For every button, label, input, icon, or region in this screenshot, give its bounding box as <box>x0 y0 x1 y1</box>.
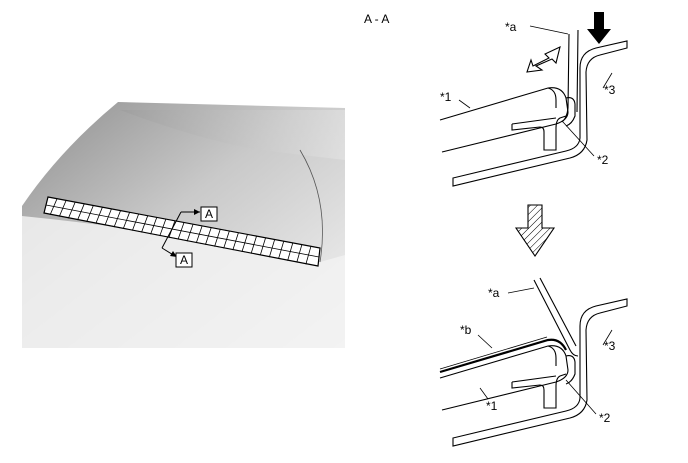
cross-section-before: *a *1 *3 *2 <box>439 12 628 187</box>
label-tool-a-after: *a <box>488 286 500 300</box>
retainer-clip-after <box>511 373 567 409</box>
svg-text:A: A <box>205 207 213 221</box>
label-part-2-after: *2 <box>599 411 611 425</box>
section-title: A - A <box>364 12 389 26</box>
step-down-arrow-icon <box>514 204 556 257</box>
cross-section-after: *a *b *1 *3 *2 <box>439 277 628 447</box>
roof-illustration: A A <box>22 102 345 348</box>
roof-front-surface <box>22 216 345 348</box>
label-part-3: *3 <box>604 83 616 97</box>
body-panel <box>452 40 628 187</box>
removal-tool <box>561 29 579 123</box>
label-part-1: *1 <box>440 90 452 104</box>
section-marker-a-bottom: A <box>175 252 193 268</box>
body-panel-after <box>452 298 628 447</box>
label-part-3-after: *3 <box>604 339 616 353</box>
label-part-2: *2 <box>597 153 609 167</box>
removal-tool-after <box>533 277 579 357</box>
label-part-1-after: *1 <box>486 399 498 413</box>
retainer-clip <box>511 115 567 151</box>
moulding-part1-after <box>439 345 569 411</box>
label-tape-b: *b <box>460 323 472 337</box>
roof-moulding-strip <box>43 196 321 267</box>
moulding-part1 <box>439 87 569 153</box>
label-tool-a: *a <box>505 20 517 34</box>
protective-tape <box>439 338 567 374</box>
press-arrow-icon <box>587 12 611 44</box>
svg-text:A: A <box>180 253 188 267</box>
pull-direction-arrow-icon <box>526 46 561 73</box>
section-marker-a-top: A <box>200 206 218 222</box>
roof-edge-line <box>299 149 323 263</box>
section-line-marker <box>161 209 200 257</box>
roof-highlight <box>120 110 345 160</box>
